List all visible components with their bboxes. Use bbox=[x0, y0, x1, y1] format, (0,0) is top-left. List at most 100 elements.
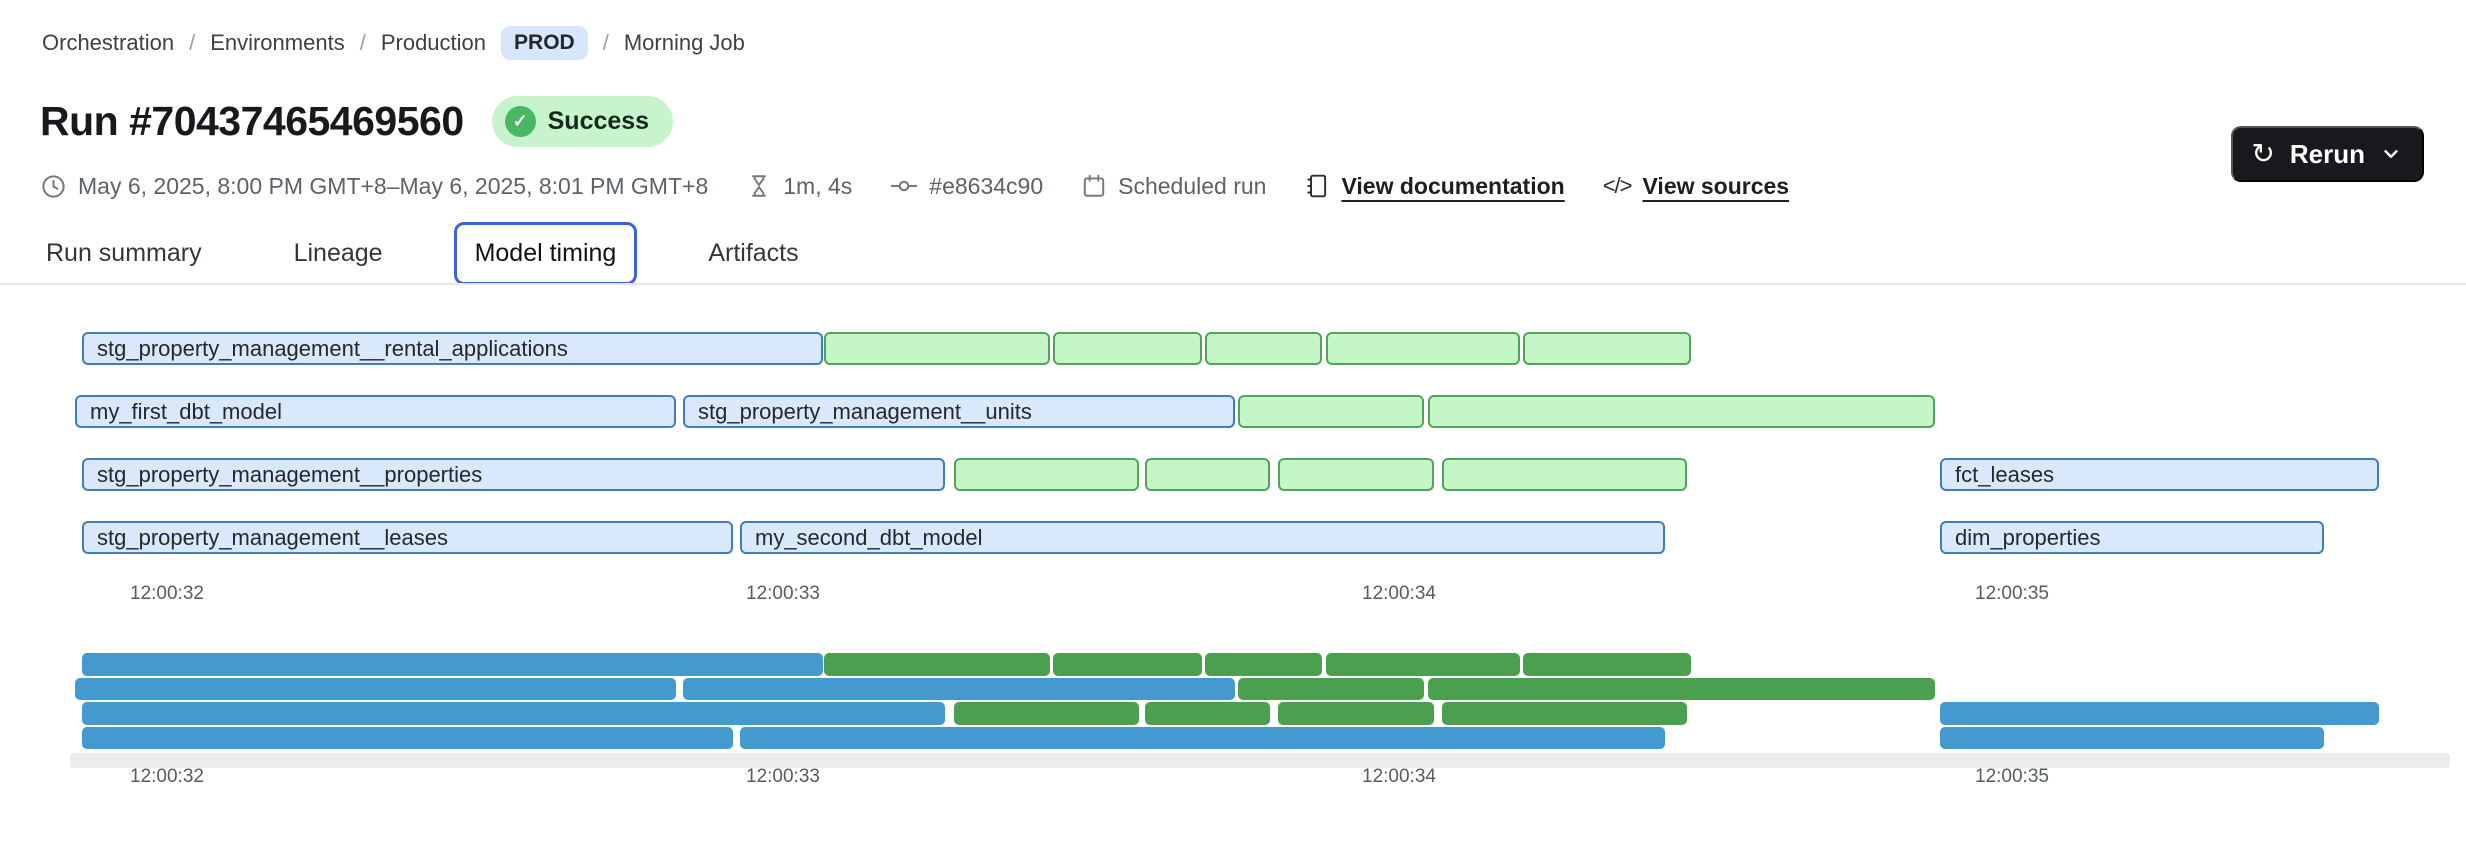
view-documentation-link[interactable]: View documentation bbox=[1304, 172, 1565, 200]
gantt-bar-my_first_dbt_model[interactable]: my_first_dbt_model bbox=[75, 395, 676, 428]
run-duration-label: 1m, 4s bbox=[783, 172, 853, 199]
breadcrumb-separator: / bbox=[189, 30, 196, 55]
view-documentation-label: View documentation bbox=[1341, 172, 1565, 199]
gantt-bar[interactable] bbox=[1278, 458, 1434, 491]
minimap-bar[interactable] bbox=[740, 726, 1665, 749]
gantt-bar-label: my_second_dbt_model bbox=[755, 524, 983, 550]
minimap-bar[interactable] bbox=[82, 653, 823, 676]
view-sources-label: View sources bbox=[1642, 172, 1790, 199]
commit-hash-label: #e8634c90 bbox=[929, 172, 1044, 199]
time-tick-label: 12:00:34 bbox=[1362, 583, 1436, 604]
minimap-bar[interactable] bbox=[1238, 677, 1424, 700]
gantt-bar-label: my_first_dbt_model bbox=[90, 398, 282, 424]
hourglass-icon bbox=[752, 175, 767, 197]
run-metadata-row: May 6, 2025, 8:00 PM GMT+8–May 6, 2025, … bbox=[40, 172, 1789, 200]
gantt-bar-stg_property_management__rental_applications[interactable]: stg_property_management__rental_applicat… bbox=[82, 332, 823, 365]
gantt-bar[interactable] bbox=[954, 458, 1139, 491]
time-tick-label: 12:00:34 bbox=[1362, 766, 1436, 787]
time-tick-label: 12:00:33 bbox=[746, 766, 820, 787]
git-commit-icon bbox=[890, 180, 918, 192]
gantt-bar[interactable] bbox=[1442, 458, 1687, 491]
gantt-bar[interactable] bbox=[1428, 395, 1935, 428]
gantt-bar-label: stg_property_management__properties bbox=[97, 461, 483, 487]
minimap-bar[interactable] bbox=[75, 677, 676, 700]
run-time-range: May 6, 2025, 8:00 PM GMT+8–May 6, 2025, … bbox=[40, 173, 708, 200]
minimap-bar[interactable] bbox=[1523, 653, 1691, 676]
minimap-bar[interactable] bbox=[1428, 677, 1935, 700]
status-badge: ✓ Success bbox=[491, 96, 674, 147]
gantt-bar[interactable] bbox=[1326, 332, 1520, 365]
gantt-bar-stg_property_management__properties[interactable]: stg_property_management__properties bbox=[82, 458, 945, 491]
gantt-bar[interactable] bbox=[1053, 332, 1202, 365]
time-tick-label: 12:00:35 bbox=[1975, 583, 2049, 604]
gantt-bar-fct_leases[interactable]: fct_leases bbox=[1940, 458, 2379, 491]
minimap-bar[interactable] bbox=[1940, 726, 2324, 749]
run-duration: 1m, 4s bbox=[746, 173, 852, 200]
environment-badge: PROD bbox=[501, 26, 588, 60]
gantt-bar-label: stg_property_management__leases bbox=[97, 524, 449, 550]
commit-hash: #e8634c90 bbox=[890, 172, 1043, 200]
gantt-bar[interactable] bbox=[1145, 458, 1270, 491]
success-check-icon: ✓ bbox=[504, 106, 536, 137]
time-tick-label: 12:00:32 bbox=[130, 766, 204, 787]
minimap-scroll-track[interactable] bbox=[70, 753, 2450, 768]
view-sources-link[interactable]: </> View sources bbox=[1603, 173, 1789, 200]
tab-artifacts[interactable]: Artifacts bbox=[708, 239, 799, 267]
tabs-divider bbox=[0, 283, 2466, 285]
time-tick-label: 12:00:32 bbox=[130, 583, 204, 604]
gantt-bar-label: stg_property_management__rental_applicat… bbox=[97, 335, 568, 361]
tab-lineage[interactable]: Lineage bbox=[293, 239, 383, 267]
refresh-icon: ↻ bbox=[2251, 138, 2275, 169]
minimap-bar[interactable] bbox=[82, 726, 733, 749]
status-badge-label: Success bbox=[547, 107, 650, 135]
timing-minimap[interactable] bbox=[0, 653, 2466, 753]
model-timing-gantt: stg_property_management__rental_applicat… bbox=[0, 332, 2466, 554]
gantt-bar-label: stg_property_management__units bbox=[698, 398, 1032, 424]
breadcrumb-separator: / bbox=[602, 30, 609, 55]
calendar-icon bbox=[1083, 174, 1105, 197]
rerun-button-label: Rerun bbox=[2289, 138, 2365, 169]
documentation-icon bbox=[1307, 174, 1327, 198]
minimap-bar[interactable] bbox=[1940, 702, 2379, 725]
minimap-bar[interactable] bbox=[1442, 702, 1687, 725]
gantt-bar[interactable] bbox=[824, 332, 1050, 365]
gantt-bar-label: fct_leases bbox=[1955, 461, 2055, 487]
breadcrumb-morning-job[interactable]: Morning Job bbox=[623, 30, 745, 55]
rerun-button[interactable]: ↻ Rerun bbox=[2231, 126, 2424, 182]
time-tick-label: 12:00:35 bbox=[1975, 766, 2049, 787]
run-time-range-label: May 6, 2025, 8:00 PM GMT+8–May 6, 2025, … bbox=[78, 172, 709, 199]
breadcrumb-environments[interactable]: Environments bbox=[210, 30, 345, 55]
gantt-bar-dim_properties[interactable]: dim_properties bbox=[1940, 521, 2324, 554]
gantt-time-axis: 12:00:32 12:00:33 12:00:34 12:00:35 bbox=[0, 583, 2466, 607]
tab-model-timing[interactable]: Model timing bbox=[453, 222, 638, 285]
run-trigger-label: Scheduled run bbox=[1118, 172, 1267, 199]
run-tabs: Run summary Lineage Model timing Artifac… bbox=[28, 222, 817, 285]
breadcrumb-production[interactable]: Production bbox=[380, 30, 487, 55]
gantt-bar[interactable] bbox=[1205, 332, 1322, 365]
gantt-bar-my_second_dbt_model[interactable]: my_second_dbt_model bbox=[740, 521, 1665, 554]
minimap-bar[interactable] bbox=[683, 677, 1235, 700]
clock-icon bbox=[42, 174, 65, 198]
minimap-bar[interactable] bbox=[1326, 653, 1520, 676]
minimap-bar[interactable] bbox=[1205, 653, 1322, 676]
gantt-bar[interactable] bbox=[1523, 332, 1691, 365]
title-row: Run #70437465469560 ✓ Success bbox=[40, 96, 674, 147]
tab-run-summary[interactable]: Run summary bbox=[46, 239, 202, 267]
gantt-bar-stg_property_management__leases[interactable]: stg_property_management__leases bbox=[82, 521, 733, 554]
minimap-time-axis: 12:00:32 12:00:33 12:00:34 12:00:35 bbox=[0, 766, 2466, 790]
minimap-bar[interactable] bbox=[82, 702, 945, 725]
run-trigger: Scheduled run bbox=[1081, 173, 1266, 200]
chevron-down-icon bbox=[2384, 150, 2398, 158]
minimap-bar[interactable] bbox=[1278, 702, 1434, 725]
minimap-bar[interactable] bbox=[954, 702, 1139, 725]
gantt-bar-stg_property_management__units[interactable]: stg_property_management__units bbox=[683, 395, 1235, 428]
breadcrumb-separator: / bbox=[359, 30, 366, 55]
breadcrumb: Orchestration / Environments / Productio… bbox=[42, 26, 745, 60]
minimap-bar[interactable] bbox=[1053, 653, 1202, 676]
minimap-bar[interactable] bbox=[824, 653, 1050, 676]
breadcrumb-orchestration[interactable]: Orchestration bbox=[42, 30, 175, 55]
time-tick-label: 12:00:33 bbox=[746, 583, 820, 604]
code-icon: </> bbox=[1602, 173, 1633, 198]
minimap-bar[interactable] bbox=[1145, 702, 1270, 725]
gantt-bar[interactable] bbox=[1238, 395, 1424, 428]
